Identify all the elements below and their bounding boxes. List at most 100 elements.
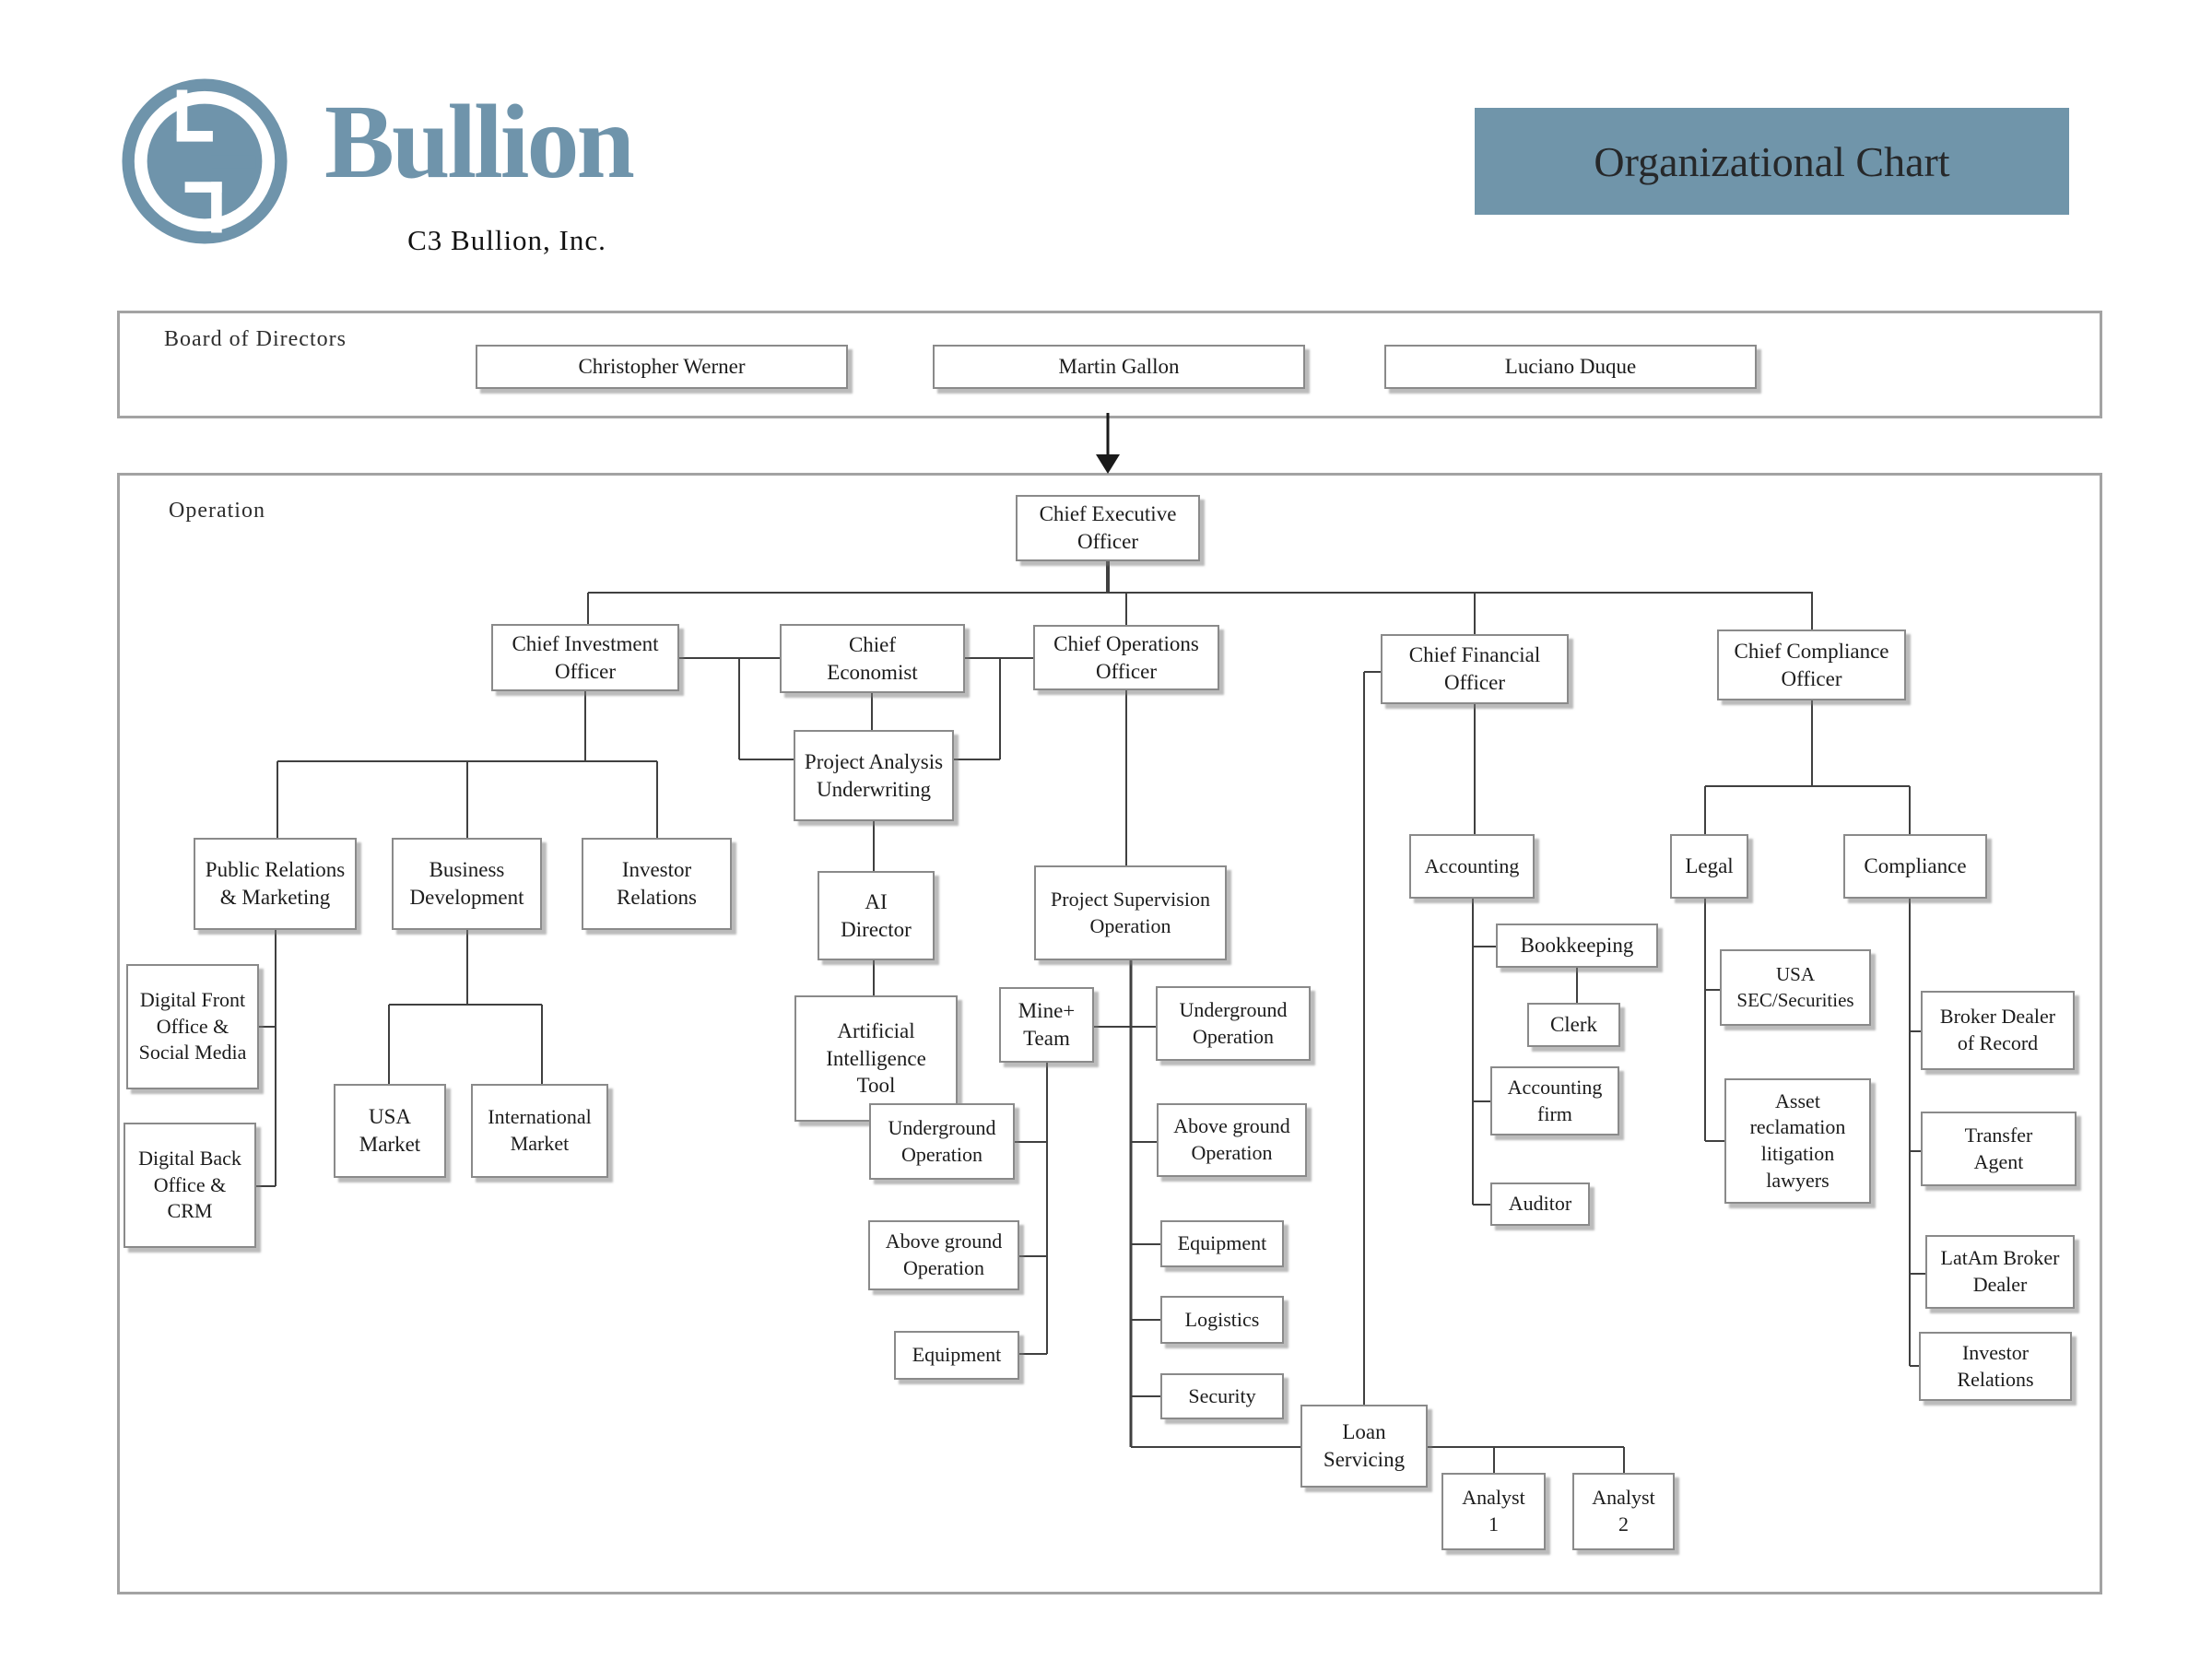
org-box-label-line: & Marketing [219, 886, 331, 909]
org-box-label-line: Loan [1342, 1420, 1386, 1444]
org-box-compliance: Compliance [1843, 834, 1987, 899]
org-box-label-line: Equipment [912, 1343, 1002, 1367]
org-box-label-line: Underground [1179, 997, 1288, 1021]
org-box-label-line: Operation [1089, 913, 1171, 937]
org-box-label-line: Auditor [1508, 1192, 1572, 1216]
arrowhead-icon [1096, 454, 1120, 474]
org-box-label-line: 2 [1618, 1512, 1629, 1535]
c3-logo-icon [122, 78, 288, 244]
org-box-label-line: Logistics [1184, 1307, 1260, 1331]
org-box-label-line: Transfer [1964, 1123, 2033, 1147]
org-box-label-line: USA [368, 1105, 411, 1129]
org-box-label-line: SEC/Securities [1736, 988, 1854, 1011]
org-box-label-line: Chief Compliance [1734, 639, 1889, 663]
org-box-label-line: Equipment [1177, 1231, 1267, 1255]
org-box-label-line: Martin Gallon [1058, 355, 1180, 379]
org-box-label-line: International [488, 1105, 592, 1129]
org-box-label-line: Director [841, 917, 912, 941]
org-box-label-line: Office & [156, 1014, 229, 1038]
org-box-label-line: Officer [555, 659, 616, 683]
org-box-label-line: Servicing [1323, 1448, 1406, 1471]
brand-wordmark: Bullion [324, 83, 635, 200]
org-box-label-line: Relations [617, 886, 697, 909]
org-box-label-line: Underground [888, 1115, 996, 1139]
org-box-label-line: firm [1537, 1101, 1572, 1125]
org-box-label-line: Office & [153, 1172, 227, 1196]
org-box-label-line: Accounting [1507, 1075, 1603, 1099]
org-box-label-line: Market [359, 1133, 421, 1156]
org-box-label-line: Social Media [138, 1041, 247, 1065]
org-box-label-line: Chief Executive [1039, 502, 1177, 526]
org-box-label-line: Legal [1685, 854, 1734, 878]
org-box-label-line: Artificial [837, 1018, 915, 1042]
org-box-label-line: Bookkeeping [1520, 934, 1634, 958]
org-box-label-line: Team [1023, 1027, 1070, 1050]
org-box-label-line: Intelligence [826, 1046, 926, 1070]
org-box-label-line: Agent [1973, 1149, 2024, 1173]
org-box-logistics: Logistics [1160, 1296, 1284, 1344]
org-box-label-line: Clerk [1549, 1013, 1598, 1037]
operation-section-label: Operation [169, 499, 265, 523]
org-box-label-line: litigation [1760, 1142, 1835, 1165]
org-box-label-line: Operation [1191, 1141, 1273, 1164]
org-box-label-line: Public Relations [205, 858, 346, 882]
org-box-label-line: Officer [1096, 659, 1157, 683]
org-box-bookkeeping: Bookkeeping [1496, 924, 1658, 968]
org-box-label-line: LatAm Broker [1940, 1246, 2060, 1270]
page-title: Organizational Chart [1475, 108, 2069, 215]
org-box-label-line: Mine+ [1018, 999, 1076, 1023]
org-box-mine-team: Mine+ Team [999, 987, 1094, 1063]
org-box-usa-market: USA Market [334, 1084, 446, 1178]
board-of-directors-section [117, 311, 2102, 418]
org-box-label-line: Chief [848, 632, 897, 656]
org-box-label-line: Security [1188, 1383, 1256, 1407]
org-box-label-line: 1 [1488, 1512, 1499, 1535]
org-box-label-line: Officer [1781, 666, 1842, 690]
org-box-label-line: Officer [1444, 671, 1505, 694]
org-box-label-line: Chief Operations [1053, 631, 1199, 655]
board-member-3: Luciano Duque [1384, 345, 1757, 389]
org-box-security: Security [1160, 1373, 1284, 1419]
org-box-label-line: Economist [827, 660, 918, 684]
org-box-label-line: Above ground [885, 1230, 1003, 1253]
org-box-equipment-right: Equipment [1160, 1220, 1284, 1267]
org-box-label-line: Tool [856, 1074, 896, 1098]
org-box-accounting: Accounting [1409, 834, 1535, 899]
org-box-label-line: of Record [1957, 1031, 2039, 1054]
org-box-equipment-left: Equipment [894, 1331, 1019, 1380]
operation-section [117, 473, 2102, 1594]
board-section-label: Board of Directors [164, 327, 347, 351]
company-name: C3 Bullion, Inc. [407, 224, 606, 256]
org-box-label-line: Dealer [1972, 1273, 2028, 1296]
org-box-label-line: lawyers [1766, 1168, 1830, 1192]
org-box-public-relations-marketing: Public Relations & Marketing [194, 838, 357, 930]
org-box-label-line: CRM [167, 1199, 213, 1223]
org-box-label-line: Digital Front [139, 988, 246, 1012]
org-box-label-line: Operation [1193, 1024, 1274, 1048]
org-box-label-line: Investor [1961, 1340, 2030, 1364]
org-box-label-line: Development [409, 886, 524, 909]
org-box-label-line: Digital Back [138, 1147, 241, 1171]
org-box-clerk: Clerk [1527, 1003, 1620, 1047]
